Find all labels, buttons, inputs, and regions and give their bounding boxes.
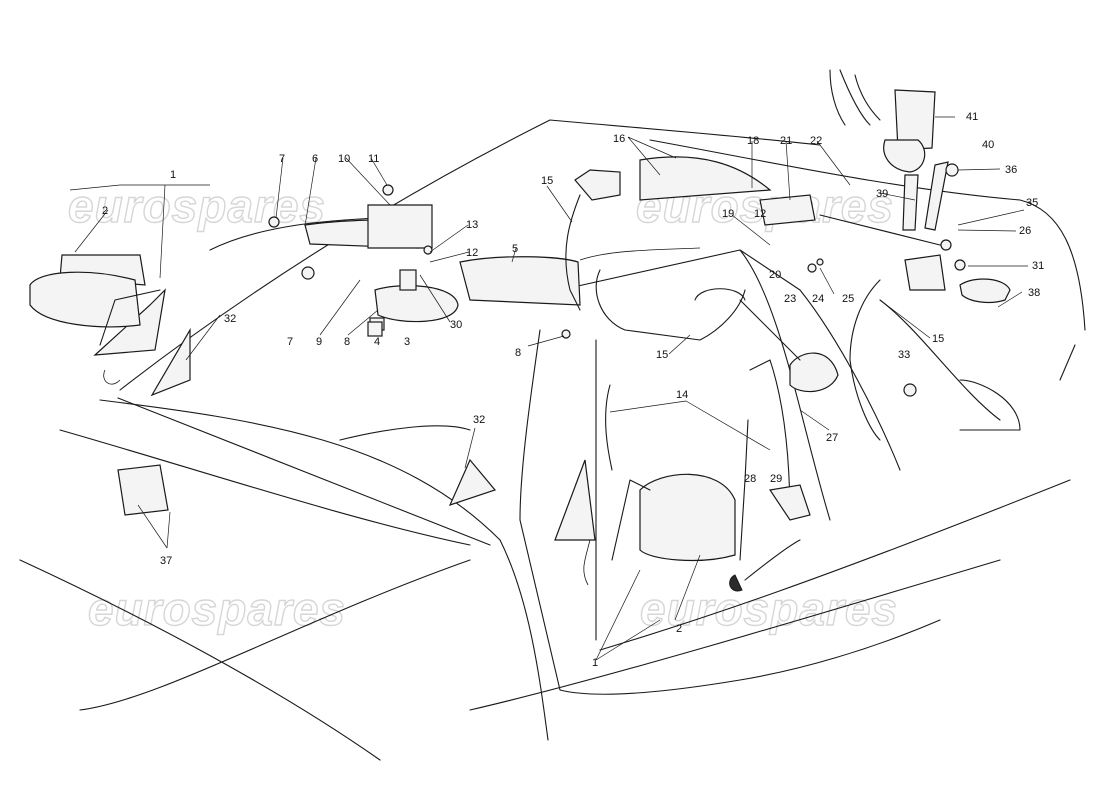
car-body-outline [19, 119, 1086, 761]
callout-15-center: 15 [656, 349, 668, 361]
callout-41: 41 [966, 111, 978, 123]
callout-8: 8 [344, 336, 350, 348]
callout-1-right: 1 [592, 657, 598, 669]
triangle-trim-center [448, 458, 497, 506]
callout-1: 1 [170, 169, 176, 181]
callout-29: 29 [770, 473, 782, 485]
callout-4: 4 [374, 336, 380, 348]
callout-11: 11 [368, 153, 379, 165]
seat-belts [565, 169, 946, 592]
callout-5: 5 [512, 243, 518, 255]
callout-19: 19 [722, 208, 734, 220]
callout-40: 40 [982, 139, 994, 151]
callout-15-rear: 15 [932, 333, 944, 345]
sun-visor-right [459, 256, 581, 306]
callout-28: 28 [744, 473, 756, 485]
callout-9: 9 [316, 336, 322, 348]
left-mirror [29, 254, 161, 385]
rear-view-mirror [369, 269, 459, 331]
callout-18: 18 [747, 135, 759, 147]
callout-22: 22 [810, 135, 822, 147]
callout-13: 13 [466, 219, 478, 231]
small-parts [117, 184, 1011, 516]
callout-36: 36 [1005, 164, 1017, 176]
callout-7: 7 [279, 153, 285, 165]
callout-38: 38 [1028, 287, 1040, 299]
right-mirror [583, 473, 736, 586]
triangle-trim-door [554, 459, 596, 541]
callout-33: 33 [898, 349, 910, 361]
callout-37: 37 [160, 555, 172, 567]
callout-32-center: 32 [473, 414, 485, 426]
triangle-trim-left [150, 327, 191, 397]
callout-15: 15 [541, 175, 553, 187]
callout-27: 27 [826, 432, 838, 444]
callout-12: 12 [466, 247, 478, 259]
callout-32: 32 [224, 313, 236, 325]
callout-8-right: 8 [515, 347, 521, 359]
roof-fittings [639, 156, 941, 246]
callout-20: 20 [769, 269, 781, 281]
watermark-bottom-left: eurospares [88, 583, 346, 635]
leader-lines [69, 116, 1028, 661]
callout-7-lower: 7 [287, 336, 293, 348]
watermark-bottom-right: eurospares [640, 583, 898, 635]
callout-39: 39 [876, 188, 888, 200]
callout-31: 31 [1032, 260, 1044, 272]
vanity-mirror [367, 204, 433, 249]
callout-21: 21 [780, 135, 792, 147]
callout-3: 3 [404, 336, 410, 348]
callout-10: 10 [338, 153, 350, 165]
callout-6: 6 [312, 153, 318, 165]
callout-14: 14 [676, 389, 688, 401]
watermark-layer: eurospares eurospares eurospares eurospa… [67, 179, 898, 635]
callout-25: 25 [842, 293, 854, 305]
sun-visors [304, 204, 581, 306]
watermark-top-left: eurospares [68, 180, 326, 232]
callout-labels: 1 2 6 7 10 11 13 12 32 9 8 4 3 30 5 15 1… [102, 111, 1044, 669]
callout-2: 2 [102, 205, 108, 217]
callout-12-belt: 12 [754, 208, 766, 220]
callout-35: 35 [1026, 197, 1038, 209]
callout-26: 26 [1019, 225, 1031, 237]
callout-16: 16 [613, 133, 625, 145]
callout-24: 24 [812, 293, 824, 305]
callout-2-right: 2 [676, 623, 682, 635]
belt-retractor-assembly [829, 69, 959, 231]
callout-30: 30 [450, 319, 462, 331]
callout-23: 23 [784, 293, 796, 305]
